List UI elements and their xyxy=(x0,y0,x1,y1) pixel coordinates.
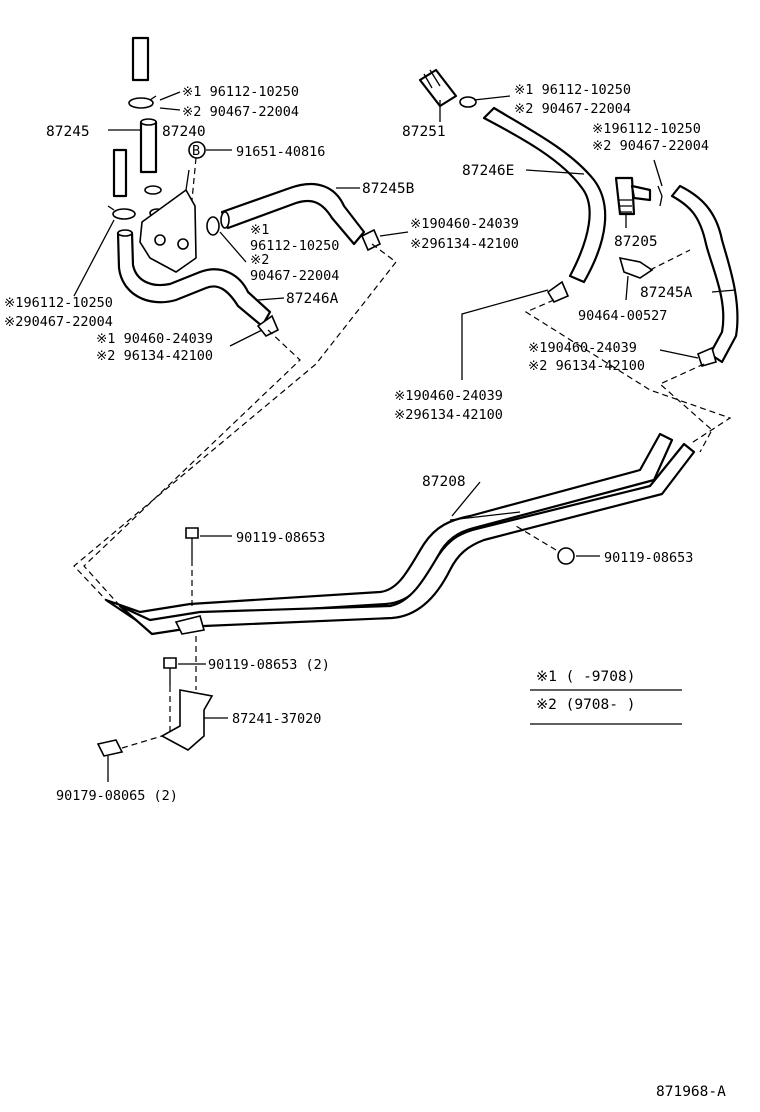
route-line-valve xyxy=(649,249,691,271)
nut-icon xyxy=(96,735,163,782)
leader-246e xyxy=(525,169,585,175)
label-bolt3: 90119-08653 (2) xyxy=(208,657,330,673)
hose-87246e xyxy=(482,106,607,284)
leader-245a xyxy=(711,289,737,293)
legend-rules xyxy=(530,689,682,725)
route-line-left xyxy=(73,243,397,601)
bolt-icon-2 xyxy=(515,525,575,565)
label-mid-n1: 96112-10250 xyxy=(250,238,339,254)
label-g1: ※190460-24039 xyxy=(528,340,637,356)
label-87246a: 87246A xyxy=(286,291,339,307)
hose-connector-245b xyxy=(360,228,382,252)
spring-clip xyxy=(657,185,663,207)
leader-g xyxy=(659,349,699,359)
label-g2: ※2 96134-42100 xyxy=(528,358,645,374)
label-87240: 87240 xyxy=(162,124,206,140)
hose-connector-246a xyxy=(256,314,280,338)
connector-87251 xyxy=(418,68,458,108)
pipe-clip xyxy=(174,615,206,635)
hose-clip-90464 xyxy=(618,256,654,301)
hose-clamp-245a xyxy=(697,346,717,367)
label-87205: 87205 xyxy=(614,234,658,250)
label-h1: ※190460-24039 xyxy=(394,388,503,404)
route-line-left-2 xyxy=(83,329,301,607)
hose-bracket xyxy=(139,169,197,273)
label-mid-n2: 90467-22004 xyxy=(250,268,339,284)
label-a1: ※1 96112-10250 xyxy=(182,84,299,100)
label-bracket: 87241-37020 xyxy=(232,711,321,727)
route-line-right-2 xyxy=(658,363,713,453)
route-line-right xyxy=(524,299,732,445)
diagram-reference: 871968-A xyxy=(656,1084,726,1100)
bolt-b-letter: B xyxy=(192,143,200,159)
label-87246e: 87246E xyxy=(462,163,514,179)
leader-246a xyxy=(257,297,285,301)
label-87208: 87208 xyxy=(422,474,466,490)
label-mid-k2: ※2 xyxy=(250,252,269,268)
label-d1: ※1 90460-24039 xyxy=(96,331,213,347)
leader-d xyxy=(229,329,263,347)
bolt-icon-3 xyxy=(163,657,177,736)
label-left2: ※290467-22004 xyxy=(4,314,113,330)
legend-item-1: ※1 ( -9708) xyxy=(536,669,635,685)
hose-clamp-251 xyxy=(459,96,477,108)
legend: ※1 ( -9708) ※2 (9708- ) xyxy=(530,669,682,725)
label-left1: ※196112-10250 xyxy=(4,295,113,311)
label-e1: ※1 96112-10250 xyxy=(514,82,631,98)
hose-87245b xyxy=(220,183,366,246)
hose-clamp-top xyxy=(128,95,157,109)
label-90464: 90464-00527 xyxy=(578,308,667,324)
hose-87245a xyxy=(670,184,739,364)
leader-c xyxy=(379,231,409,237)
leader-e xyxy=(473,95,511,101)
water-pipe-87208 xyxy=(104,432,696,636)
label-c1: ※190460-24039 xyxy=(410,216,519,232)
leader-a xyxy=(159,91,181,111)
label-91651: 91651-40816 xyxy=(236,144,325,160)
label-h2: ※296134-42100 xyxy=(394,407,503,423)
pipe-87245 xyxy=(112,148,128,198)
hose-clamp-left xyxy=(107,205,136,220)
leader-f xyxy=(653,159,663,187)
leader-left xyxy=(73,219,115,297)
upper-pipe-stub xyxy=(131,36,150,82)
label-d2: ※2 96134-42100 xyxy=(96,348,213,364)
bolt-icon-1 xyxy=(185,527,199,606)
label-87245a: 87245A xyxy=(640,285,693,301)
valve-87205 xyxy=(614,176,652,216)
label-bolt1: 90119-08653 xyxy=(236,530,325,546)
leader-h xyxy=(461,289,549,380)
label-f2: ※2 90467-22004 xyxy=(592,138,709,154)
bracket-87241 xyxy=(160,636,214,751)
label-mid-k1: ※1 xyxy=(250,222,269,238)
label-87245: 87245 xyxy=(46,124,90,140)
label-87251: 87251 xyxy=(402,124,446,140)
hose-clamp-246e xyxy=(546,280,570,304)
legend-item-2: ※2 (9708- ) xyxy=(536,697,635,713)
hose-clamp-245b xyxy=(206,216,220,236)
label-f1: ※196112-10250 xyxy=(592,121,701,137)
leader-208 xyxy=(451,481,481,517)
label-a2: ※2 90467-22004 xyxy=(182,104,299,120)
label-c2: ※296134-42100 xyxy=(410,236,519,252)
bolt-b-icon: B xyxy=(188,141,206,201)
label-e2: ※2 90467-22004 xyxy=(514,101,631,117)
leader-mid xyxy=(219,231,247,263)
hose-87240 xyxy=(139,118,158,174)
label-87245b: 87245B xyxy=(362,181,415,197)
label-nut: 90179-08065 (2) xyxy=(56,788,178,804)
label-bolt2: 90119-08653 xyxy=(604,550,693,566)
